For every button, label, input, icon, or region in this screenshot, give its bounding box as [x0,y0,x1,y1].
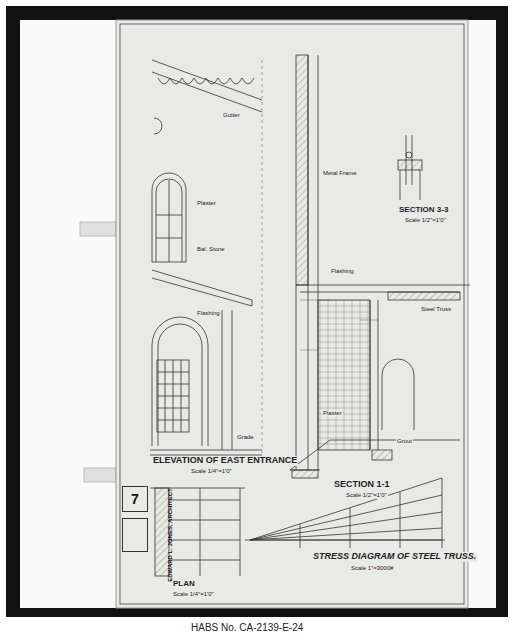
drawing-title: ELEVATION OF EAST ENTRANCE [152,456,298,466]
plan [150,488,245,576]
title-block: EDWARD L. JONES, ARCHITECT [122,518,148,552]
drawing-title: STRESS DIAGRAM OF STEEL TRUSS. [312,552,477,562]
note-label: Gutter [222,112,241,119]
drawing-title: PLAN [172,580,196,589]
note-label: Grade [236,434,255,441]
film-frame [6,6,508,617]
drawing-title: Scale 1/2"=1'0" [404,217,447,224]
sheet-number: 7 [123,487,147,507]
note-label: Plaster [322,410,343,417]
drawing-title: Scale 1/2"=1'0" [345,492,388,499]
note-label: Grout [396,438,413,445]
note-label: Metal Frame [322,170,358,177]
backing [20,20,496,608]
drawing-title: Scale 1/4"=1'0" [190,468,233,475]
tape-strip [84,468,116,482]
note-label: Bal. Stone [196,246,226,253]
tape-strip [80,222,116,236]
stress-diagram [245,478,445,548]
drawing-title: SECTION 1-1 [333,480,391,490]
sheet-number-box: 7 [122,486,148,512]
note-label: Plaster [196,200,217,207]
section-3-3 [398,135,422,200]
architect-name: EDWARD L. JONES, ARCHITECT [167,488,173,581]
section-1-1 [290,55,470,478]
sheet-border [120,24,464,604]
sheet [116,20,468,608]
archive-number: HABS No. CA-2139-E-24 [190,622,304,633]
drawing-title: Scale 1/4"=1'0" [172,591,215,598]
note-label: Flashing [330,268,355,275]
elevation [150,60,262,455]
drawing-title: SECTION 3-3 [398,206,449,215]
drawing-title: Scale 1"=3000# [350,565,394,572]
note-label: Flashing [196,310,221,317]
note-label: Steel Truss [420,306,452,313]
